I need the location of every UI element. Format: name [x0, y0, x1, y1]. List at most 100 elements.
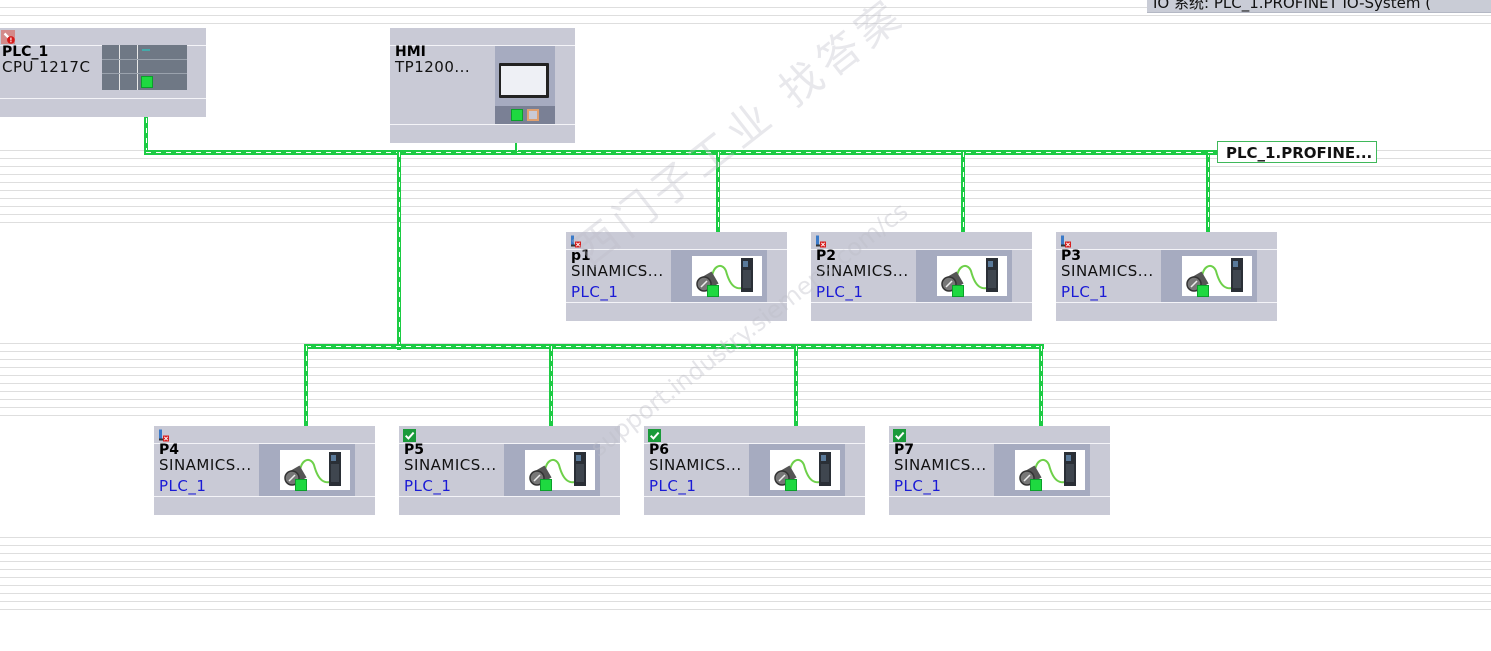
divider: [154, 496, 375, 497]
device-p2[interactable]: P2 SINAMICS... PLC_1: [811, 232, 1032, 321]
divider: [644, 443, 865, 444]
io-system-tab[interactable]: IO 系统: PLC_1.PROFINET IO-System (: [1147, 0, 1491, 13]
io-controller-link[interactable]: PLC_1: [1061, 283, 1109, 301]
io-controller-link[interactable]: PLC_1: [159, 477, 207, 495]
motor-drive-icon: [284, 452, 341, 486]
divider: [889, 443, 1110, 444]
divider: [811, 302, 1032, 303]
sinamics-drive-image: [1182, 256, 1252, 296]
device-p1[interactable]: p1 SINAMICS... PLC_1: [566, 232, 787, 321]
device-hmi[interactable]: HMI TP1200...: [390, 28, 575, 143]
ok-check-icon: [403, 429, 416, 442]
device-type: CPU 1217C: [2, 58, 91, 76]
device-p7[interactable]: P7 SINAMICS... PLC_1: [889, 426, 1110, 515]
bus-drop-p3[interactable]: [1206, 150, 1210, 250]
device-name: PLC_1: [2, 44, 49, 60]
device-type: SINAMICS...: [894, 456, 987, 474]
device-type: SINAMICS...: [159, 456, 252, 474]
io-controller-link[interactable]: PLC_1: [649, 477, 697, 495]
profinet-port[interactable]: [785, 479, 797, 491]
bus-drop-p6[interactable]: [794, 344, 798, 444]
motor-drive-icon: [941, 258, 998, 292]
divider: [154, 443, 375, 444]
drive-image-frame: [504, 444, 600, 496]
device-name: p1: [571, 248, 591, 264]
grid-band: [0, 530, 1491, 615]
divider: [390, 124, 575, 125]
profinet-port[interactable]: [295, 479, 307, 491]
device-plc-1[interactable]: PLC_1 CPU 1217C: [0, 28, 206, 117]
drive-image-frame: [749, 444, 845, 496]
device-name: P5: [404, 442, 425, 458]
bus-drop-p4[interactable]: [304, 344, 308, 444]
profinet-port-2[interactable]: [527, 109, 539, 121]
network-label[interactable]: PLC_1.PROFINE...: [1217, 141, 1377, 163]
device-type: TP1200...: [395, 58, 471, 76]
profinet-bus-lower[interactable]: [304, 344, 1044, 349]
divider: [644, 496, 865, 497]
hmi-panel-image: [495, 46, 555, 106]
device-p6[interactable]: P6 SINAMICS... PLC_1: [644, 426, 865, 515]
sinamics-drive-image: [280, 450, 350, 490]
divider: [1056, 302, 1277, 303]
bus-drop-p5[interactable]: [549, 344, 553, 444]
divider: [566, 249, 787, 250]
divider: [811, 249, 1032, 250]
drive-image-frame: [994, 444, 1090, 496]
profinet-port[interactable]: [1030, 479, 1042, 491]
divider: [889, 496, 1110, 497]
profinet-port[interactable]: [707, 285, 719, 297]
hmi-port-bar: [495, 106, 555, 124]
io-controller-link[interactable]: PLC_1: [816, 283, 864, 301]
sinamics-drive-image: [525, 450, 595, 490]
not-reachable-icon: [159, 429, 169, 442]
device-name: P6: [649, 442, 670, 458]
profinet-bus-main[interactable]: [144, 150, 1212, 155]
profinet-port[interactable]: [511, 109, 523, 121]
sinamics-drive-image: [692, 256, 762, 296]
motor-drive-icon: [696, 258, 753, 292]
drive-image-frame: [259, 444, 355, 496]
ok-check-icon: [648, 429, 661, 442]
motor-drive-icon: [774, 452, 831, 486]
drive-image-frame: [916, 250, 1012, 302]
device-name: P7: [894, 442, 915, 458]
bus-drop-p7[interactable]: [1039, 344, 1043, 444]
device-name: P2: [816, 248, 837, 264]
profinet-port[interactable]: [141, 76, 153, 88]
io-controller-link[interactable]: PLC_1: [404, 477, 452, 495]
motor-drive-icon: [1186, 258, 1243, 292]
sinamics-drive-image: [1015, 450, 1085, 490]
not-reachable-icon: [1061, 235, 1071, 248]
divider: [0, 98, 206, 99]
bus-drop-plc[interactable]: [144, 86, 148, 154]
sinamics-drive-image: [937, 256, 1007, 296]
motor-drive-icon: [529, 452, 586, 486]
device-type: SINAMICS...: [404, 456, 497, 474]
divider: [1056, 249, 1277, 250]
bus-drop-trunk[interactable]: [397, 150, 401, 350]
device-p4[interactable]: P4 SINAMICS... PLC_1: [154, 426, 375, 515]
not-reachable-icon: [816, 235, 826, 248]
device-type: SINAMICS...: [571, 262, 664, 280]
io-controller-link[interactable]: PLC_1: [894, 477, 942, 495]
sinamics-drive-image: [770, 450, 840, 490]
device-p3[interactable]: P3 SINAMICS... PLC_1: [1056, 232, 1277, 321]
profinet-port[interactable]: [1197, 285, 1209, 297]
device-name: P4: [159, 442, 180, 458]
device-p5[interactable]: P5 SINAMICS... PLC_1: [399, 426, 620, 515]
profinet-port[interactable]: [540, 479, 552, 491]
divider: [399, 496, 620, 497]
device-name: P3: [1061, 248, 1082, 264]
io-controller-link[interactable]: PLC_1: [571, 283, 619, 301]
not-reachable-icon: [571, 235, 581, 248]
profinet-port[interactable]: [952, 285, 964, 297]
divider: [566, 302, 787, 303]
device-name: HMI: [395, 44, 426, 60]
motor-drive-icon: [1019, 452, 1076, 486]
bus-drop-p1[interactable]: [716, 150, 720, 250]
ok-check-icon: [893, 429, 906, 442]
bus-drop-p2[interactable]: [961, 150, 965, 250]
bus-label-connector: [1206, 150, 1218, 155]
device-type: SINAMICS...: [1061, 262, 1154, 280]
